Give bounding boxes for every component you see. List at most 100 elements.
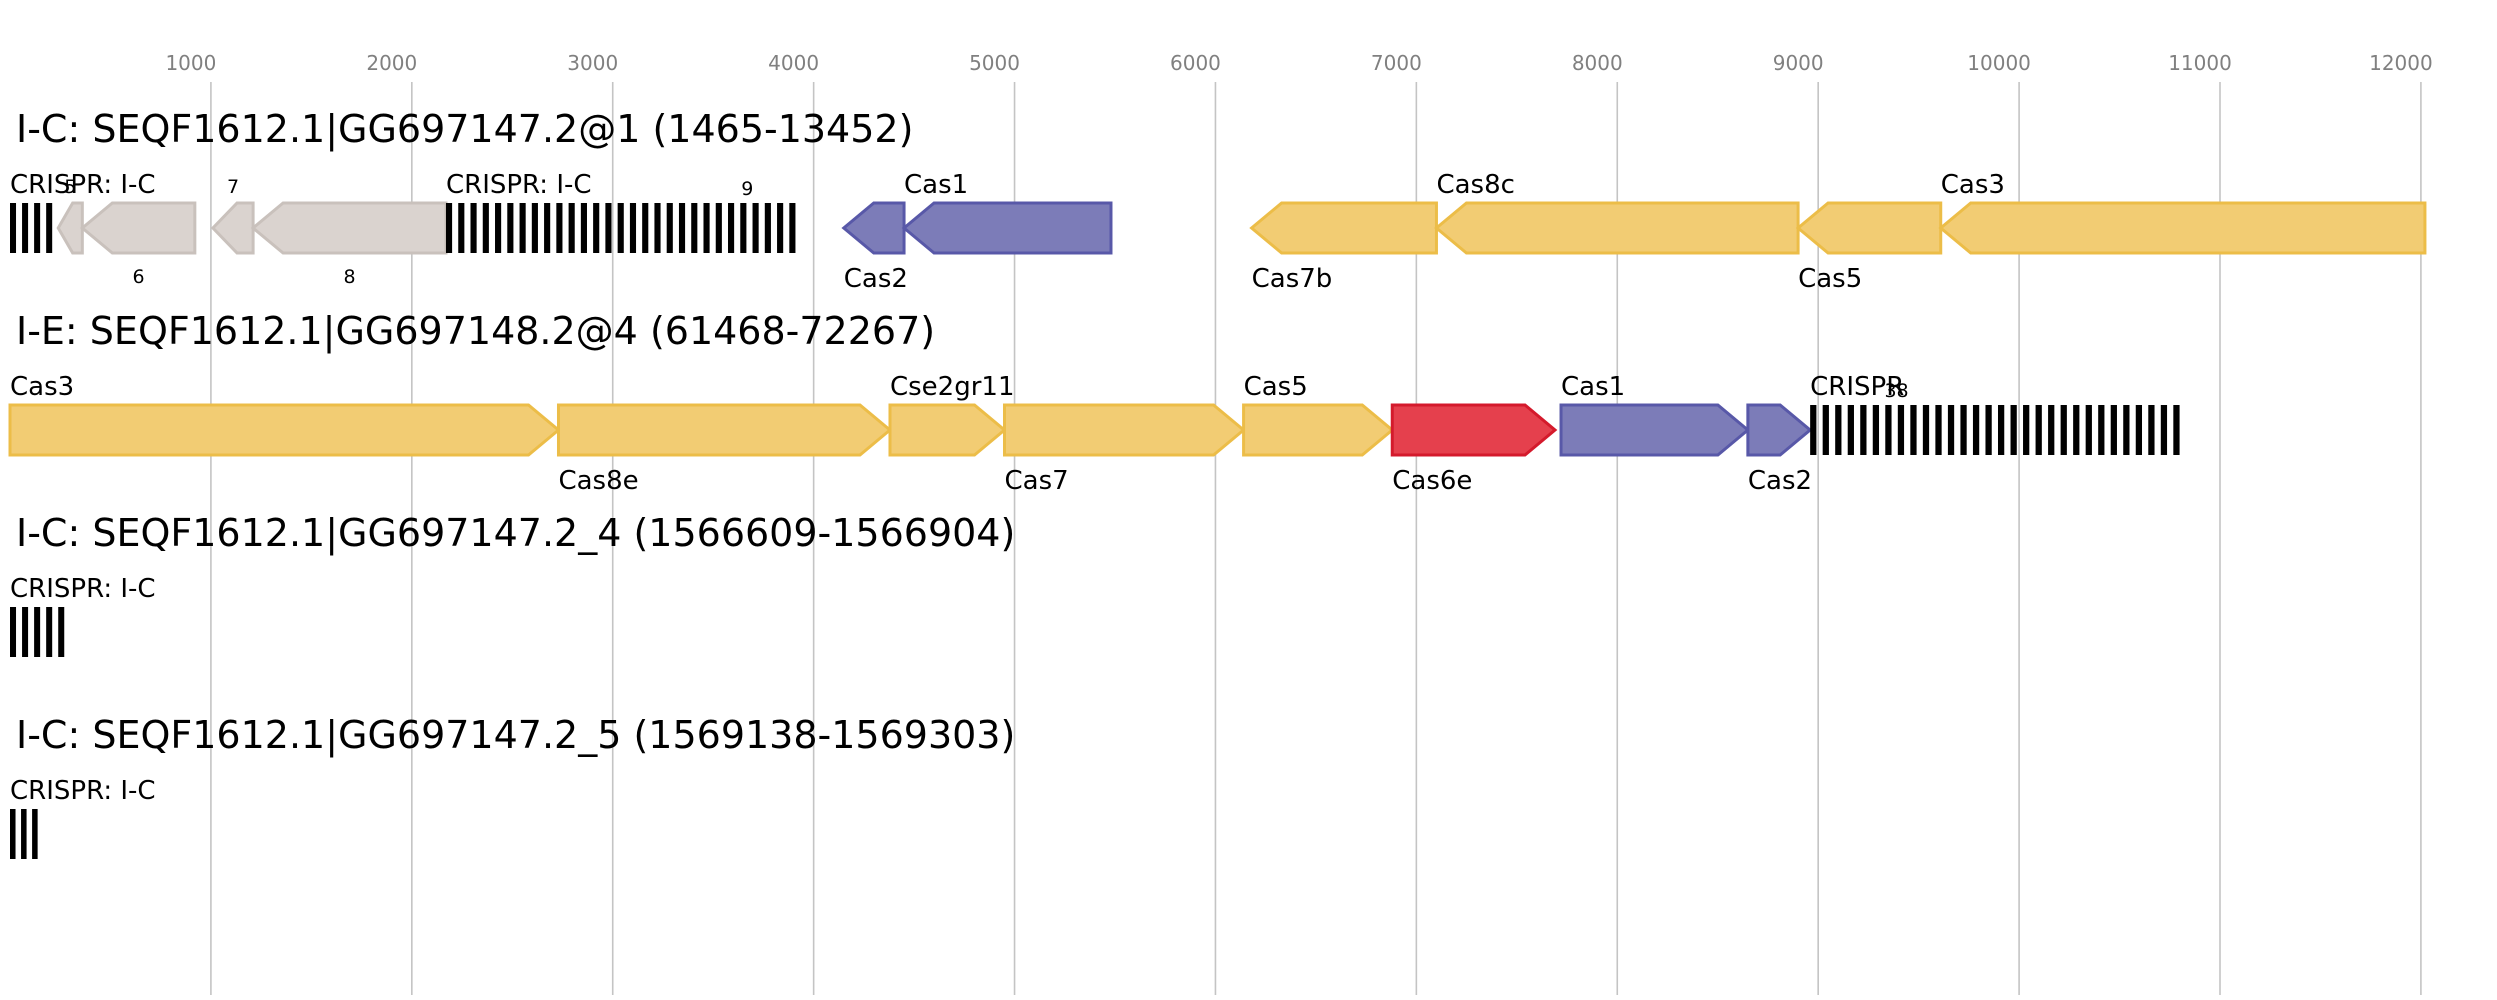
feature-label: Cas3 xyxy=(10,372,74,402)
crispr-repeat xyxy=(1910,405,1917,455)
crispr-repeat xyxy=(46,203,53,253)
crispr-repeat xyxy=(2135,405,2143,455)
gene-arrow-cas6e xyxy=(1390,403,1558,457)
crispr-repeat xyxy=(22,607,29,657)
crispr-array xyxy=(445,203,796,253)
crispr-repeat xyxy=(2023,405,2030,455)
crispr-repeat xyxy=(580,203,587,253)
crispr-array xyxy=(10,809,38,859)
gene-arrow-8 xyxy=(250,201,448,255)
crispr-repeat xyxy=(1810,405,1817,455)
crispr-repeat xyxy=(21,809,27,859)
feature-label: Cas5 xyxy=(1244,372,1308,402)
feature-label: Cas3 xyxy=(1941,170,2005,200)
gene-number-label: 8 xyxy=(343,266,355,288)
gene-number-label: 38 xyxy=(1884,380,1908,402)
crispr-repeat xyxy=(2098,405,2105,455)
locus-title: I-C: SEQF1612.1|GG697147.2_5 (1569138-15… xyxy=(16,713,1015,758)
crispr-repeat xyxy=(2160,405,2168,455)
crispr-repeat xyxy=(1822,405,1829,455)
crispr-repeat xyxy=(34,203,41,253)
crispr-repeat xyxy=(2148,405,2155,455)
crispr-repeat xyxy=(470,203,477,253)
gene-number-label: 7 xyxy=(227,176,239,198)
crispr-repeat xyxy=(629,203,637,253)
tick-label: 6000 xyxy=(1170,51,1221,75)
feature-label: CRISPR xyxy=(1810,372,1904,402)
gene-number-label: 5 xyxy=(64,176,76,198)
tick-label: 11000 xyxy=(2168,51,2232,75)
crispr-repeat xyxy=(445,203,453,253)
tick-label: 8000 xyxy=(1572,51,1623,75)
crispr-repeat xyxy=(10,203,17,253)
crispr-repeat xyxy=(2110,405,2117,455)
feature-label: CRISPR: I-C xyxy=(10,776,156,806)
tick-label: 5000 xyxy=(969,51,1020,75)
crispr-repeat xyxy=(1935,405,1942,455)
crispr-repeat xyxy=(544,203,551,253)
crispr-repeat xyxy=(2035,405,2042,455)
tick-label: 4000 xyxy=(768,51,819,75)
gene-arrow-cas7b xyxy=(1249,201,1438,255)
feature-label: Cas2 xyxy=(844,264,908,294)
locus-track: I-E: SEQF1612.1|GG697148.2@4 (61468-7226… xyxy=(8,309,2180,496)
locus-title: I-C: SEQF1612.1|GG697147.2@1 (1465-13452… xyxy=(16,107,913,152)
gene-arrow-cas1 xyxy=(901,201,1113,255)
crispr-repeat xyxy=(593,203,600,253)
feature-label: Cas8e xyxy=(558,466,638,496)
crispr-repeat xyxy=(458,203,465,253)
crispr-repeat xyxy=(1885,405,1892,455)
crispr-repeat xyxy=(556,203,563,253)
feature-label: Cas1 xyxy=(904,170,968,200)
crispr-repeat xyxy=(482,203,489,253)
crispr-repeat xyxy=(1960,405,1967,455)
crispr-repeat xyxy=(32,809,38,859)
crispr-repeat xyxy=(10,809,16,859)
tick-label: 9000 xyxy=(1773,51,1824,75)
crispr-repeat xyxy=(519,203,526,253)
crispr-repeat xyxy=(2173,405,2180,455)
crispr-repeat xyxy=(617,203,624,253)
crispr-repeat xyxy=(1972,405,1980,455)
gene-arrow-cas8e xyxy=(556,403,893,457)
locus-title: I-C: SEQF1612.1|GG697147.2_4 (1566609-15… xyxy=(16,511,1015,556)
gene-arrow-cas7 xyxy=(1003,403,1246,457)
crispr-repeat xyxy=(22,203,29,253)
feature-label: Cas5 xyxy=(1798,264,1862,294)
locus-track: I-C: SEQF1612.1|GG697147.2_4 (1566609-15… xyxy=(10,511,1015,657)
crispr-array xyxy=(1810,405,2180,455)
crispr-repeat xyxy=(752,203,759,253)
feature-label: CRISPR: I-C xyxy=(446,170,592,200)
gene-arrow-7 xyxy=(210,201,255,255)
crispr-repeat xyxy=(789,203,796,253)
crispr-repeat xyxy=(715,203,722,253)
crispr-repeat xyxy=(691,203,698,253)
feature-label: Cas2 xyxy=(1748,466,1812,496)
crispr-array xyxy=(10,607,65,657)
crispr-repeat xyxy=(2123,405,2130,455)
crispr-repeat xyxy=(2060,405,2067,455)
crispr-repeat xyxy=(2010,405,2017,455)
gene-arrow-6 xyxy=(79,201,197,255)
feature-label: Cse2gr11 xyxy=(890,372,1015,402)
gene-arrow-cas2 xyxy=(1746,403,1813,457)
tick-label: 10000 xyxy=(1967,51,2031,75)
crispr-repeat xyxy=(703,203,710,253)
crispr-repeat xyxy=(34,607,41,657)
gene-number-label: 9 xyxy=(741,178,753,200)
crispr-repeat xyxy=(1985,405,1992,455)
tick-label: 7000 xyxy=(1371,51,1422,75)
tick-label: 1000 xyxy=(165,51,216,75)
tick-label: 12000 xyxy=(2369,51,2433,75)
crispr-repeat xyxy=(568,203,575,253)
gene-arrow-cas5 xyxy=(1795,201,1943,255)
crispr-repeat xyxy=(58,607,65,657)
tick-label: 3000 xyxy=(567,51,618,75)
crispr-repeat xyxy=(10,607,17,657)
feature-label: Cas1 xyxy=(1561,372,1625,402)
crispr-repeat xyxy=(1835,405,1842,455)
gene-arrow-cas3 xyxy=(1938,201,2427,255)
crispr-repeat xyxy=(507,203,514,253)
